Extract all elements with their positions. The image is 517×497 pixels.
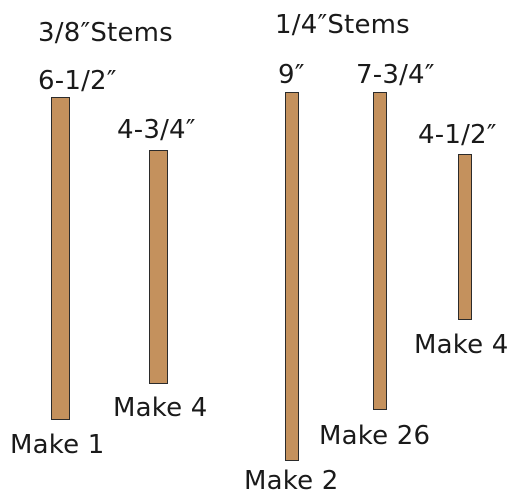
- heading-three-eighths-stems: 3/8″Stems: [38, 18, 173, 48]
- stem-bar-6-1-2: [51, 97, 70, 420]
- stem-length-label: 7-3/4″: [356, 60, 435, 90]
- stem-length-label: 4-1/2″: [418, 120, 497, 150]
- stem-length-label: 6-1/2″: [38, 66, 117, 96]
- stem-bar-7-3-4: [373, 92, 387, 410]
- stem-length-label: 9″: [278, 60, 305, 90]
- stem-length-label: 4-3/4″: [117, 115, 196, 145]
- stem-quantity-label: Make 2: [244, 466, 339, 496]
- stem-bar-4-1-2: [458, 154, 472, 320]
- stem-bar-4-3-4: [149, 150, 168, 384]
- heading-one-quarter-stems: 1/4″Stems: [275, 10, 410, 40]
- stem-quantity-label: Make 4: [113, 393, 208, 423]
- stem-quantity-label: Make 26: [319, 421, 431, 451]
- stem-bar-9: [285, 92, 299, 461]
- stem-quantity-label: Make 4: [414, 330, 509, 360]
- stem-quantity-label: Make 1: [10, 430, 105, 460]
